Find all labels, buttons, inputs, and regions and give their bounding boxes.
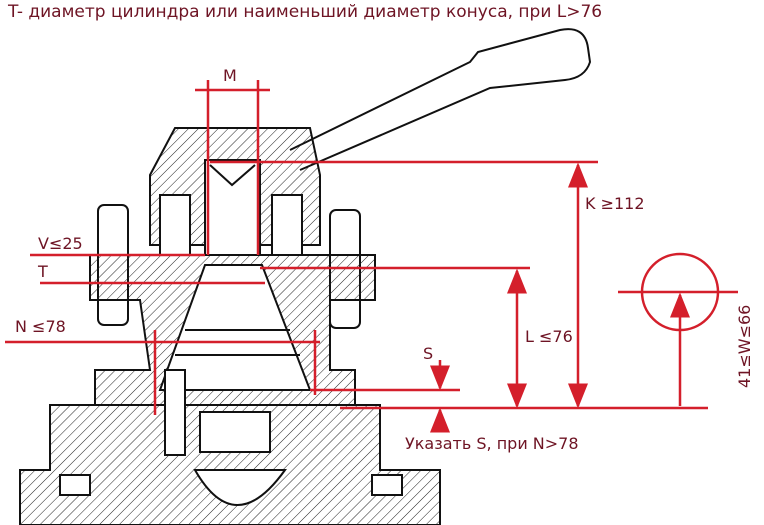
label-m: M xyxy=(223,66,237,85)
label-w: 41≤W≤66 xyxy=(735,304,754,388)
dimensions xyxy=(5,80,738,433)
label-l: L ≤76 xyxy=(525,327,573,346)
label-s: S xyxy=(423,344,434,363)
base xyxy=(19,404,441,525)
drawing-title: T- диаметр цилиндра или наименьший диаме… xyxy=(8,2,603,22)
clamp-assembly xyxy=(19,28,592,525)
note-s: Указать S, при N>78 xyxy=(405,434,579,453)
label-n: N ≤78 xyxy=(15,317,66,336)
label-v: V≤25 xyxy=(38,234,83,253)
label-k: K ≥112 xyxy=(585,194,645,213)
handle xyxy=(289,28,592,171)
label-t: T xyxy=(38,262,48,281)
ball xyxy=(193,469,287,506)
bolt-left xyxy=(159,194,191,256)
head-cone xyxy=(209,164,256,187)
bolt-right xyxy=(271,194,303,256)
screw xyxy=(164,369,186,456)
